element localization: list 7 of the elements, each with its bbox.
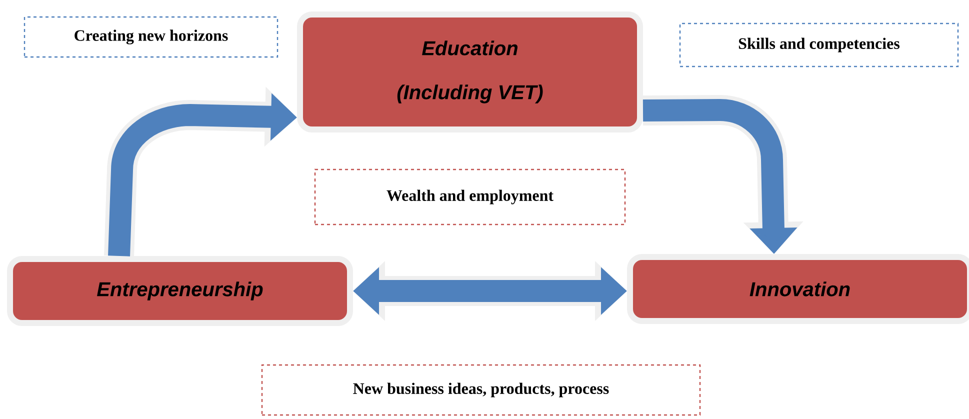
process-box: Innovation — [627, 254, 969, 324]
note-box: Wealth and employment — [314, 168, 626, 226]
note-box: Skills and competencies — [679, 22, 959, 68]
note-box: New business ideas, products, process — [261, 364, 701, 416]
note-box: Creating new horizons — [24, 16, 278, 58]
process-box: Education (Including VET) — [297, 12, 643, 132]
process-box: Entrepreneurship — [7, 256, 353, 326]
